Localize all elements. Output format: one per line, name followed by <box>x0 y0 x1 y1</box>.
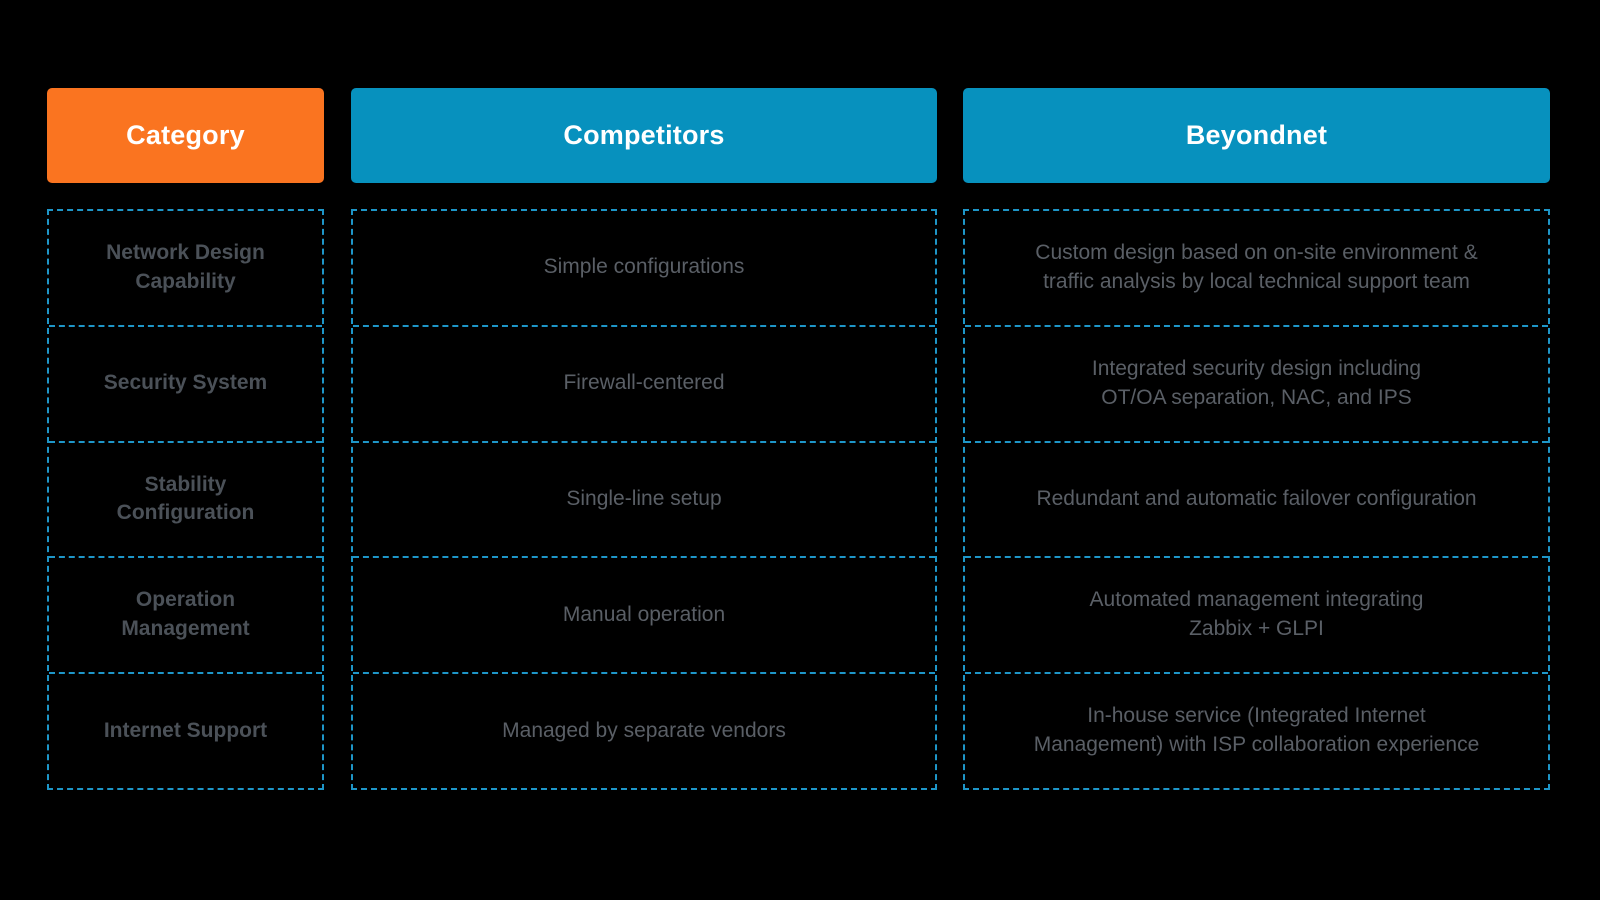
cell-text-line: Integrated security design including <box>1091 356 1422 380</box>
beyondnet-cell-network-design: Custom design based on on-site environme… <box>965 211 1548 325</box>
cell-text-line: Simple configurations <box>543 255 745 279</box>
cell-text-line: Managed by separate vendors <box>502 718 786 742</box>
column-competitors: Competitors Simple configurations Firewa… <box>351 88 937 790</box>
cell-text-line: Firewall-centered <box>563 371 725 395</box>
competitors-cell-stability-configuration: Single-line setup <box>353 440 935 557</box>
cell-text-line: Security System <box>103 371 268 395</box>
cell-text-line: traffic analysis by local technical supp… <box>1043 269 1470 293</box>
cell-text-line: Redundant and automatic failover configu… <box>1036 487 1477 510</box>
cell-text-line: OT/OA separation, NAC, and IPS <box>1101 385 1412 409</box>
beyondnet-cell-security-system: Integrated security design including OT/… <box>965 324 1548 441</box>
beyondnet-column-body: Custom design based on on-site environme… <box>963 209 1550 790</box>
competitors-cell-operation-management: Manual operation <box>353 556 935 672</box>
beyondnet-cell-operation-management: Automated management integrating Zabbix … <box>965 556 1548 672</box>
category-cell-network-design: Network Design Capability <box>49 211 322 325</box>
cell-text-line: In-house service (Integrated Internet <box>1087 704 1426 728</box>
competitors-cell-network-design: Simple configurations <box>353 211 935 325</box>
category-cell-stability-configuration: Stability Configuration <box>49 440 322 557</box>
cell-text-line: Stability <box>144 472 227 496</box>
competitors-column-body: Simple configurations Firewall-centered … <box>351 209 937 790</box>
beyondnet-cell-stability-configuration: Redundant and automatic failover configu… <box>965 440 1548 557</box>
category-column-body: Network Design Capability Security Syste… <box>47 209 324 790</box>
comparison-table: Category Network Design Capability Secur… <box>47 88 1551 790</box>
cell-text-line: Internet Support <box>103 718 268 742</box>
cell-text-line: Management <box>121 617 250 641</box>
column-category: Category Network Design Capability Secur… <box>47 88 324 790</box>
cell-text-line: Network Design <box>106 240 265 264</box>
cell-text-line: Manual operation <box>562 602 726 626</box>
cell-text-line: Zabbix + GLPI <box>1189 617 1324 641</box>
category-cell-internet-support: Internet Support <box>49 672 322 788</box>
competitors-cell-internet-support: Managed by separate vendors <box>353 672 935 788</box>
cell-text-line: Configuration <box>116 501 255 525</box>
category-cell-operation-management: Operation Management <box>49 556 322 672</box>
column-header-competitors: Competitors <box>351 88 937 183</box>
cell-text-line: Operation <box>135 588 236 612</box>
column-beyondnet: Beyondnet Custom design based on on-site… <box>963 88 1550 790</box>
cell-text-line: Custom design based on on-site environme… <box>1035 240 1478 264</box>
cell-text-line: Management) with ISP collaboration exper… <box>1033 733 1480 757</box>
cell-text-line: Capability <box>135 269 236 293</box>
column-header-category: Category <box>47 88 324 183</box>
category-cell-security-system: Security System <box>49 324 322 441</box>
column-header-beyondnet: Beyondnet <box>963 88 1550 183</box>
cell-text-line: Single-line setup <box>566 487 722 510</box>
beyondnet-cell-internet-support: In-house service (Integrated Internet Ma… <box>965 672 1548 788</box>
cell-text-line: Automated management integrating <box>1089 588 1424 612</box>
competitors-cell-security-system: Firewall-centered <box>353 324 935 441</box>
